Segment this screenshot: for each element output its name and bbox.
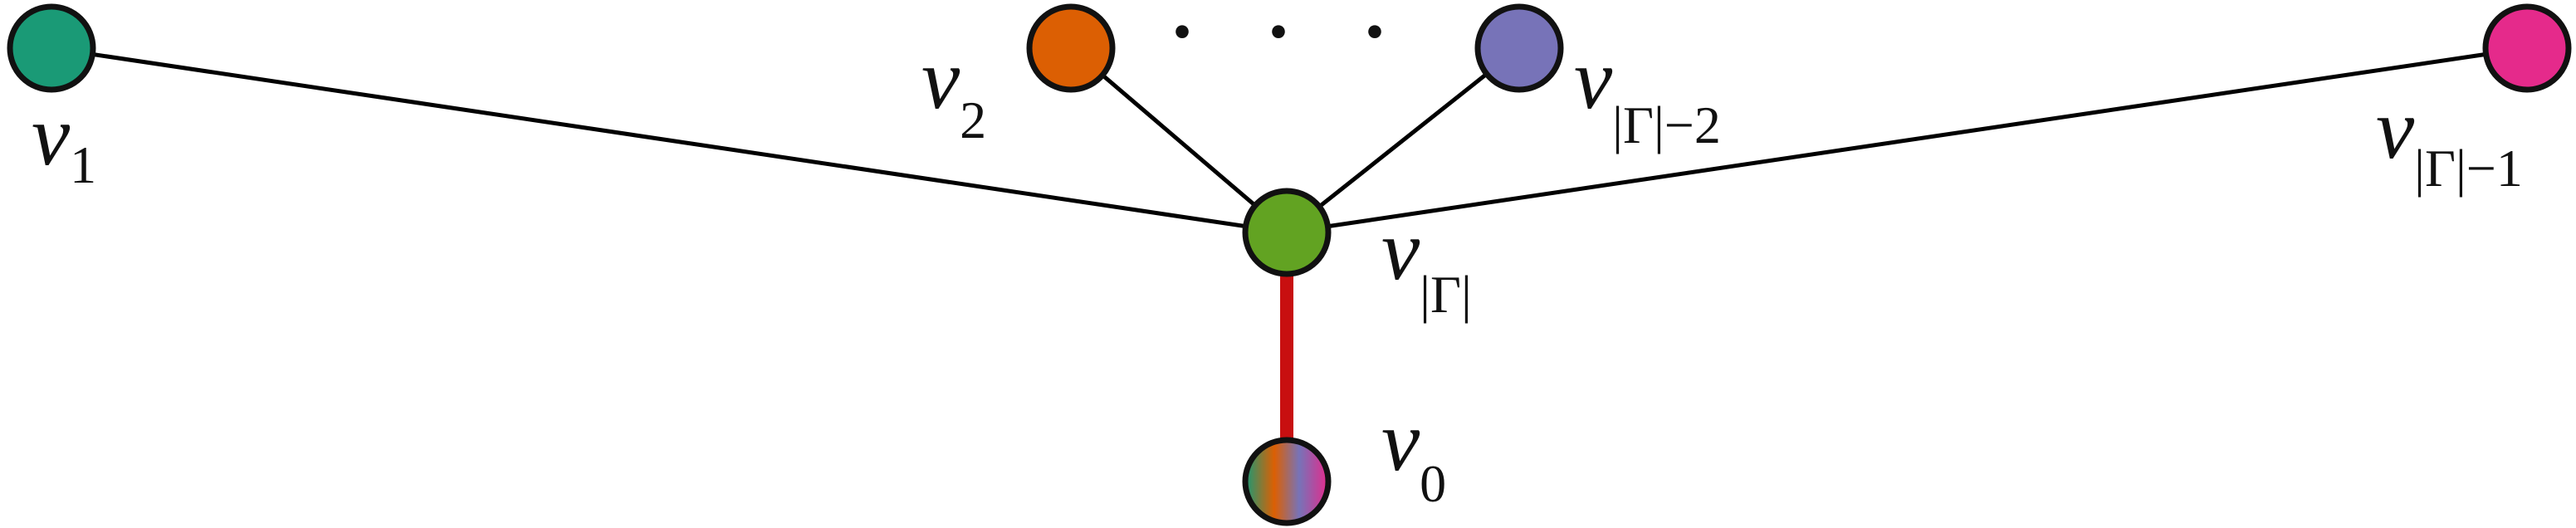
edge-vm2-center bbox=[1285, 46, 1521, 234]
label-v1-subscript: 1 bbox=[70, 135, 96, 194]
label-center-subscript: |Γ| bbox=[1420, 265, 1472, 324]
node-v0 bbox=[1242, 437, 1332, 526]
node-vm2 bbox=[1474, 3, 1564, 93]
ellipsis-label: · · · bbox=[1169, 0, 1413, 76]
node-v2 bbox=[1026, 3, 1116, 93]
label-center-symbol: v bbox=[1381, 203, 1420, 298]
label-v2-subscript: 2 bbox=[960, 90, 986, 149]
label-v2-symbol: v bbox=[921, 32, 961, 127]
node-v1 bbox=[7, 3, 96, 93]
label-center: v|Γ| bbox=[1381, 203, 1472, 324]
label-vm2-symbol: v bbox=[1574, 32, 1613, 127]
node-vm1 bbox=[2482, 3, 2572, 93]
edge-v2-center bbox=[1069, 46, 1288, 234]
node-center bbox=[1242, 188, 1332, 277]
label-vm2-subscript: |Γ|−2 bbox=[1612, 95, 1721, 154]
label-v0-subscript: 0 bbox=[1420, 454, 1446, 513]
edge-vm1-center bbox=[1286, 46, 2528, 235]
label-vm1-symbol: v bbox=[2376, 81, 2415, 177]
label-v0-symbol: v bbox=[1381, 394, 1420, 489]
label-v1-symbol: v bbox=[32, 88, 71, 183]
label-vm2: v|Γ|−2 bbox=[1574, 32, 1721, 154]
label-v1: v1 bbox=[32, 88, 96, 194]
label-v0: v0 bbox=[1381, 394, 1446, 513]
label-vm1: v|Γ|−1 bbox=[2376, 81, 2523, 198]
label-vm1-subscript: |Γ|−1 bbox=[2414, 139, 2523, 198]
edge-v1-center bbox=[51, 46, 1288, 235]
label-v2: v2 bbox=[921, 32, 986, 149]
